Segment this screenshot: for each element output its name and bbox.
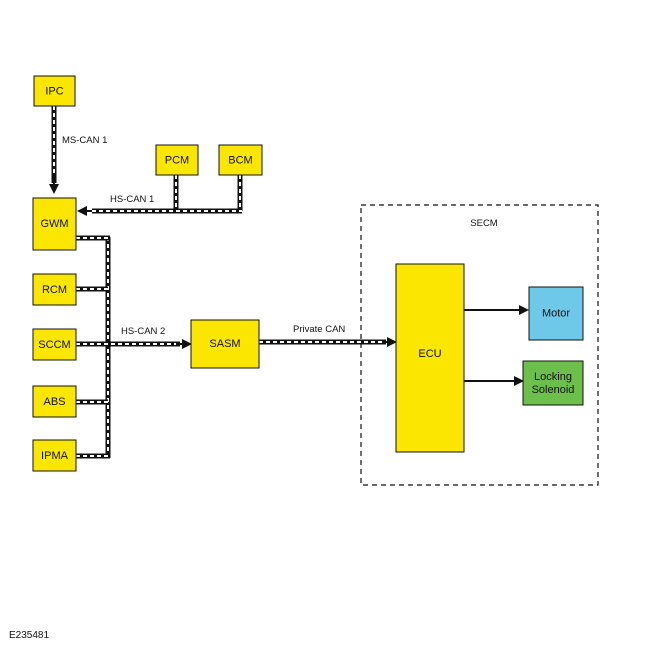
module-bcm: BCM bbox=[218, 144, 263, 176]
module-ipc: IPC bbox=[33, 75, 76, 107]
component-locking-solenoid: Locking Solenoid bbox=[522, 360, 584, 406]
module-bcm-label: BCM bbox=[228, 154, 252, 166]
module-ipma: IPMA bbox=[32, 439, 77, 472]
module-gwm: GWM bbox=[32, 197, 77, 251]
module-gwm-label: GWM bbox=[40, 218, 68, 230]
module-sasm-label: SASM bbox=[209, 338, 240, 350]
module-ipc-label: IPC bbox=[45, 85, 63, 97]
module-ecu: ECU bbox=[395, 263, 465, 453]
module-pcm: PCM bbox=[155, 144, 199, 176]
module-ipma-label: IPMA bbox=[41, 450, 69, 462]
module-rcm: RCM bbox=[32, 273, 77, 306]
secm-group-frame bbox=[360, 204, 599, 486]
hs-can-2-label: HS-CAN 2 bbox=[121, 326, 165, 337]
module-sasm: SASM bbox=[190, 319, 260, 369]
figure-code: E235481 bbox=[9, 630, 50, 641]
module-abs: ABS bbox=[32, 385, 77, 418]
hs-can-2-bus bbox=[76, 235, 192, 459]
module-abs-label: ABS bbox=[43, 396, 65, 408]
hs-can-1-bus bbox=[77, 175, 243, 216]
module-ecu-label: ECU bbox=[418, 348, 441, 360]
private-can-label: Private CAN bbox=[293, 324, 345, 335]
component-locking-solenoid-label-line2: Solenoid bbox=[532, 384, 575, 396]
hs-can-1-label: HS-CAN 1 bbox=[110, 194, 154, 205]
secm-label: SECM bbox=[470, 218, 498, 229]
component-motor-label: Motor bbox=[542, 307, 570, 319]
module-rcm-label: RCM bbox=[42, 284, 67, 296]
module-pcm-label: PCM bbox=[165, 154, 189, 166]
module-sccm-label: SCCM bbox=[38, 339, 70, 351]
component-motor: Motor bbox=[528, 286, 584, 341]
module-sccm: SCCM bbox=[32, 328, 77, 361]
ms-can-1-label: MS-CAN 1 bbox=[62, 135, 107, 146]
component-locking-solenoid-label-line1: Locking bbox=[534, 371, 572, 383]
